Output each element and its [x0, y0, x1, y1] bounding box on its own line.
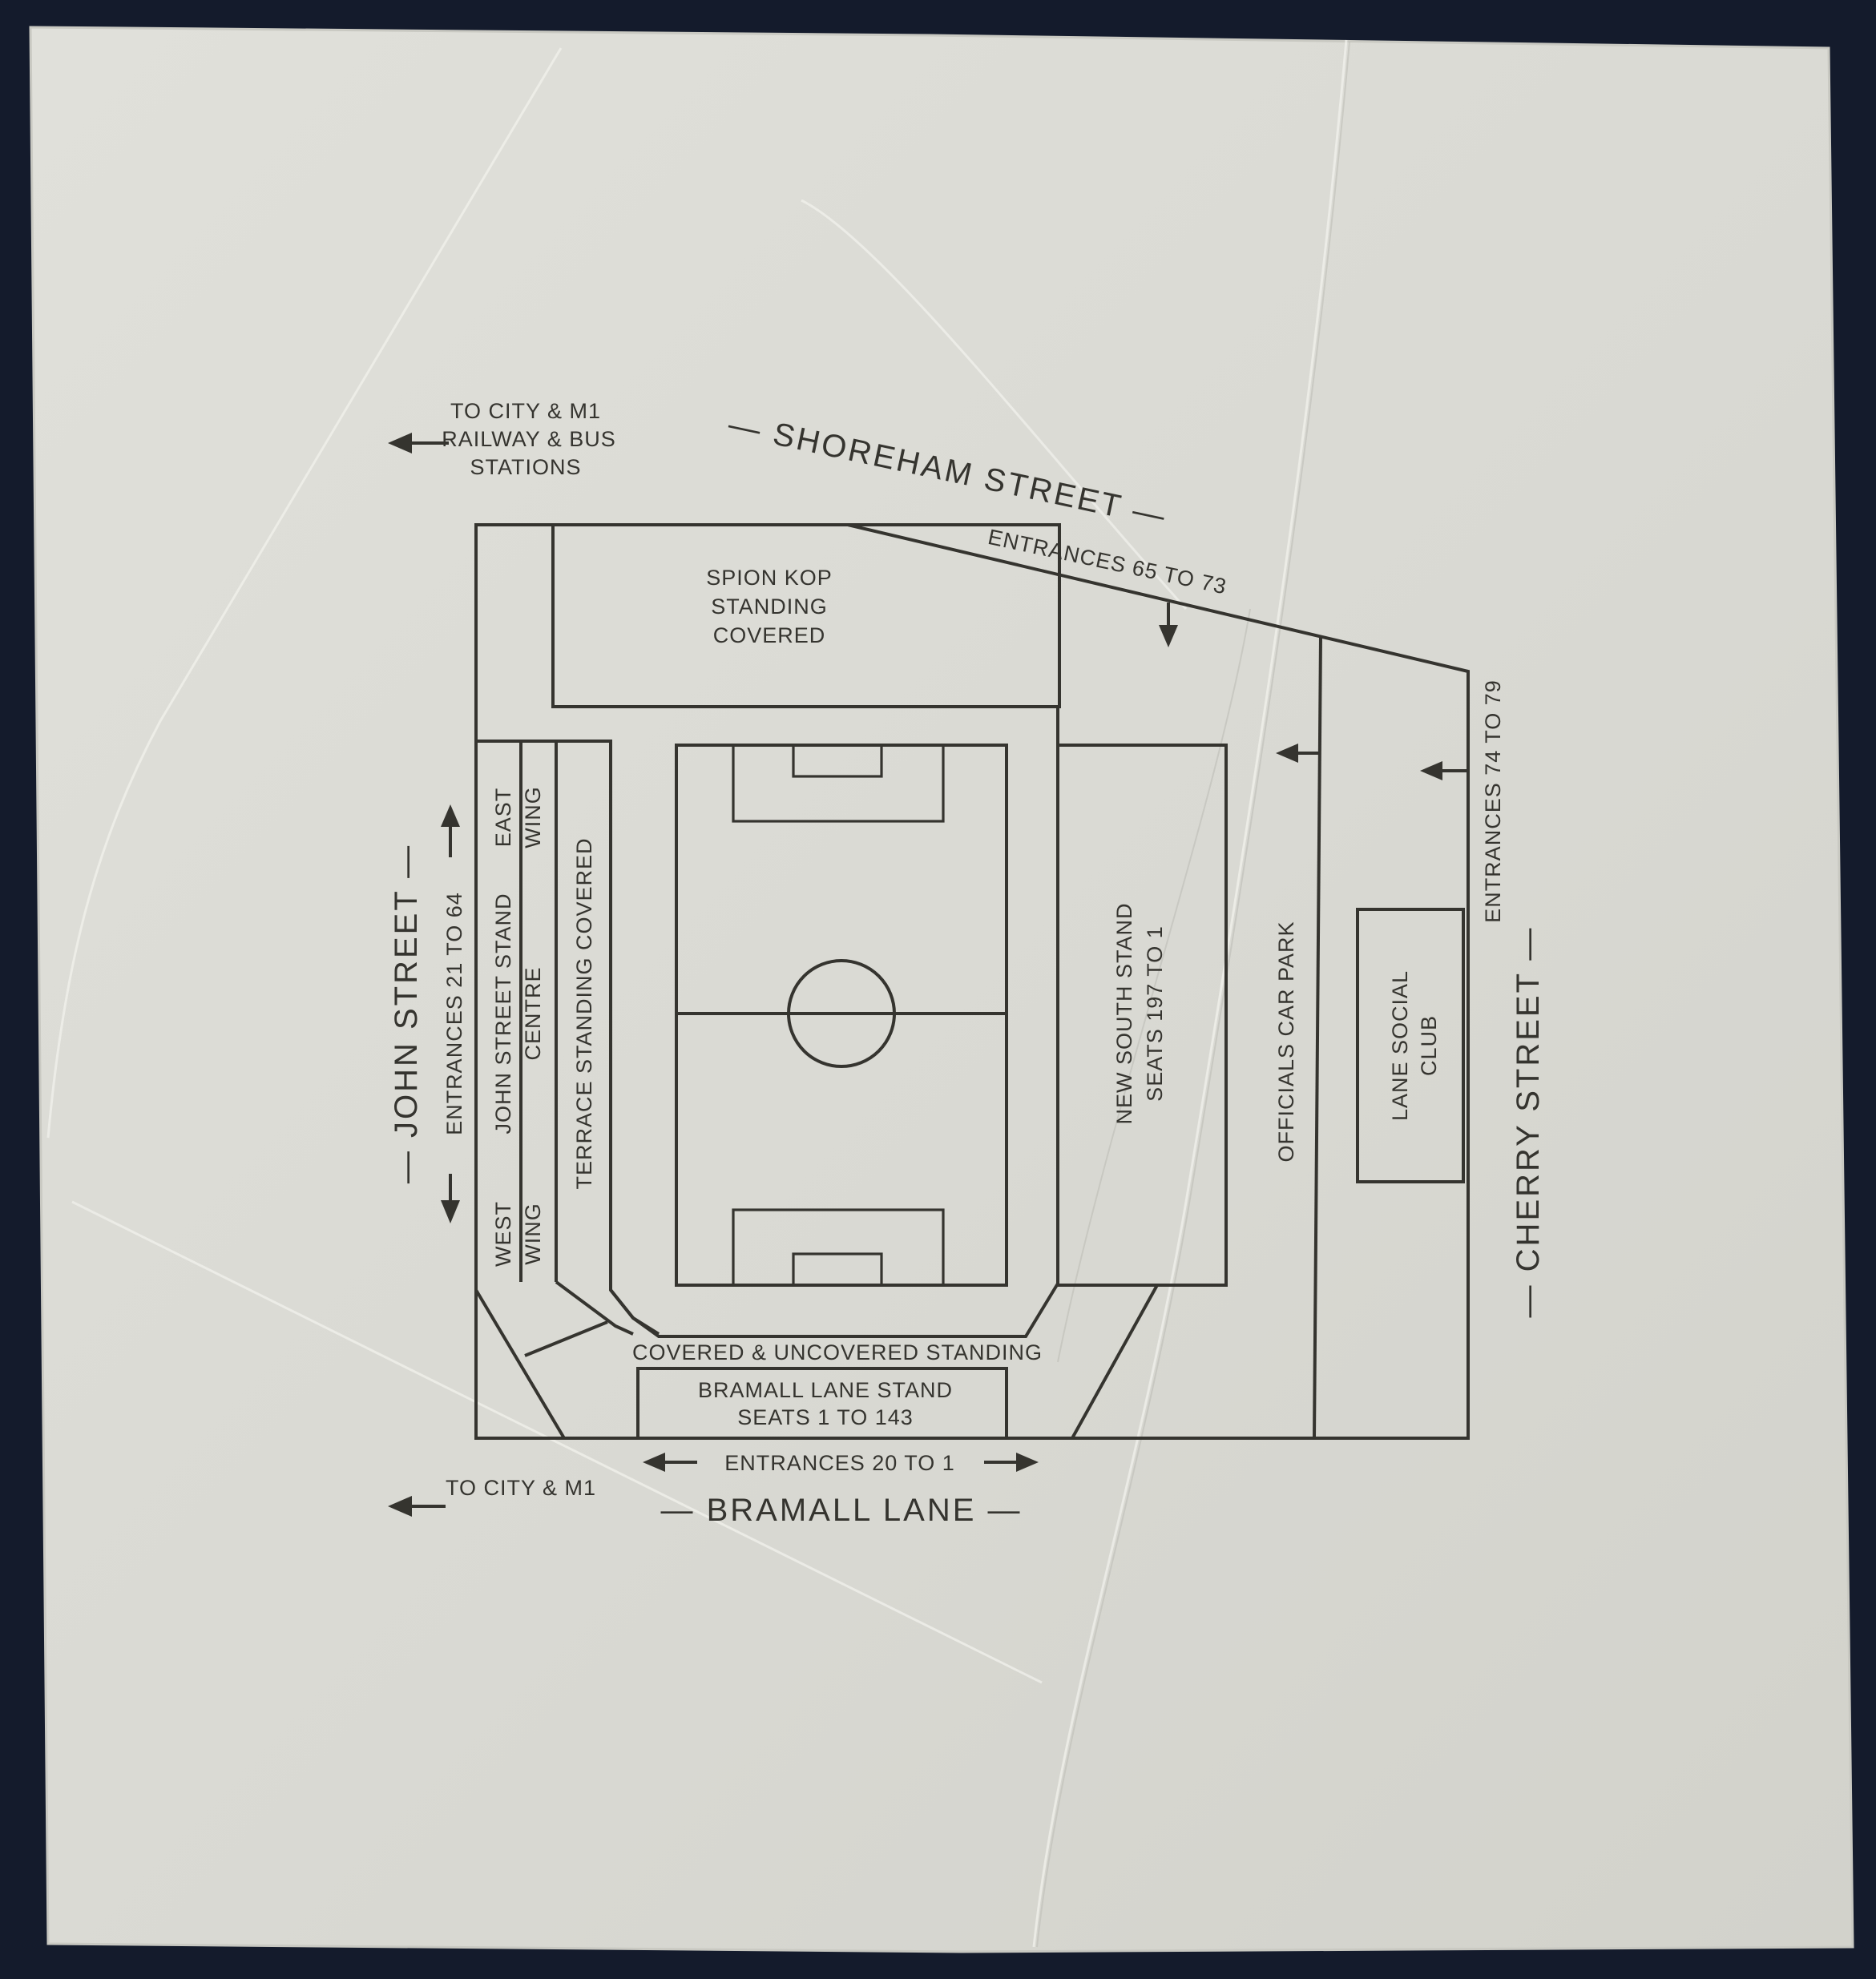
- lane-social-club-line1: LANE SOCIAL: [1388, 970, 1412, 1121]
- direction-top-line2: RAILWAY & BUS: [442, 427, 616, 451]
- direction-top-line3: STATIONS: [470, 455, 581, 479]
- west-wing-line1: WEST: [491, 1201, 515, 1267]
- south-goal-box: [792, 1252, 883, 1287]
- john-street-stand-line1: JOHN STREET STAND: [491, 893, 515, 1134]
- street-cherry: — CHERRY STREET —: [1511, 926, 1546, 1318]
- arrow-down-icon: [1159, 625, 1178, 647]
- new-south-stand-block: [1056, 744, 1228, 1287]
- arrow-up-icon: [441, 804, 460, 827]
- spion-kop-line3: COVERED: [713, 623, 826, 647]
- spion-kop-line1: SPION KOP: [706, 566, 833, 590]
- entrances-west: ENTRANCES 21 TO 64: [442, 892, 466, 1135]
- street-john: — JOHN STREET —: [389, 844, 424, 1183]
- covered-standing-outline: [609, 1282, 1059, 1338]
- spion-kop-block: [551, 523, 1061, 708]
- arrow-left-icon: [388, 433, 412, 453]
- new-south-stand-line1: NEW SOUTH STAND: [1112, 903, 1136, 1125]
- car-park-divider: [1313, 637, 1322, 1439]
- entrances-east: ENTRANCES 74 TO 79: [1481, 679, 1505, 923]
- bramall-lane-stand-line2: SEATS 1 TO 143: [737, 1405, 914, 1429]
- arrow-left-icon: [1420, 761, 1442, 780]
- east-wing-line1: EAST: [491, 788, 515, 848]
- east-wing-line2: WING: [521, 786, 545, 848]
- arrow-left-icon: [643, 1453, 665, 1472]
- arrow-down-icon: [441, 1200, 460, 1223]
- covered-uncovered-standing: COVERED & UNCOVERED STANDING: [632, 1340, 1043, 1364]
- north-goal-box: [792, 744, 883, 778]
- lane-social-club-line2: CLUB: [1417, 1015, 1441, 1076]
- lane-social-club-block: [1356, 908, 1465, 1183]
- john-street-stand-line2: CENTRE: [521, 966, 545, 1060]
- bramall-lane-stand-line1: BRAMALL LANE STAND: [698, 1378, 953, 1402]
- direction-bottom: TO CITY & M1: [446, 1476, 596, 1500]
- west-wing-line2: WING: [521, 1203, 545, 1265]
- centre-circle: [787, 959, 896, 1068]
- bramall-lane-stand-block: [636, 1367, 1008, 1440]
- spion-kop-line2: STANDING: [711, 595, 828, 619]
- stadium-outline: [474, 523, 1470, 1440]
- direction-top-line1: TO CITY & M1: [450, 399, 601, 423]
- officials-car-park: OFFICIALS CAR PARK: [1274, 921, 1298, 1162]
- arrow-left-icon: [1276, 744, 1298, 763]
- arrow-right-icon: [1016, 1453, 1039, 1472]
- direction-arrows: [388, 433, 1468, 1517]
- new-south-stand-line2: SEATS 197 TO 1: [1143, 925, 1167, 1102]
- entrances-south: ENTRANCES 20 TO 1: [724, 1451, 955, 1475]
- terrace-standing-covered: TERRACE STANDING COVERED: [572, 837, 596, 1189]
- street-bramall: — BRAMALL LANE —: [660, 1493, 1022, 1528]
- paper-sheet: [29, 26, 1854, 1953]
- arrow-left-icon: [388, 1496, 412, 1517]
- paper-creases: [46, 39, 1348, 1948]
- paper-crease-shadows: [1036, 41, 1350, 1948]
